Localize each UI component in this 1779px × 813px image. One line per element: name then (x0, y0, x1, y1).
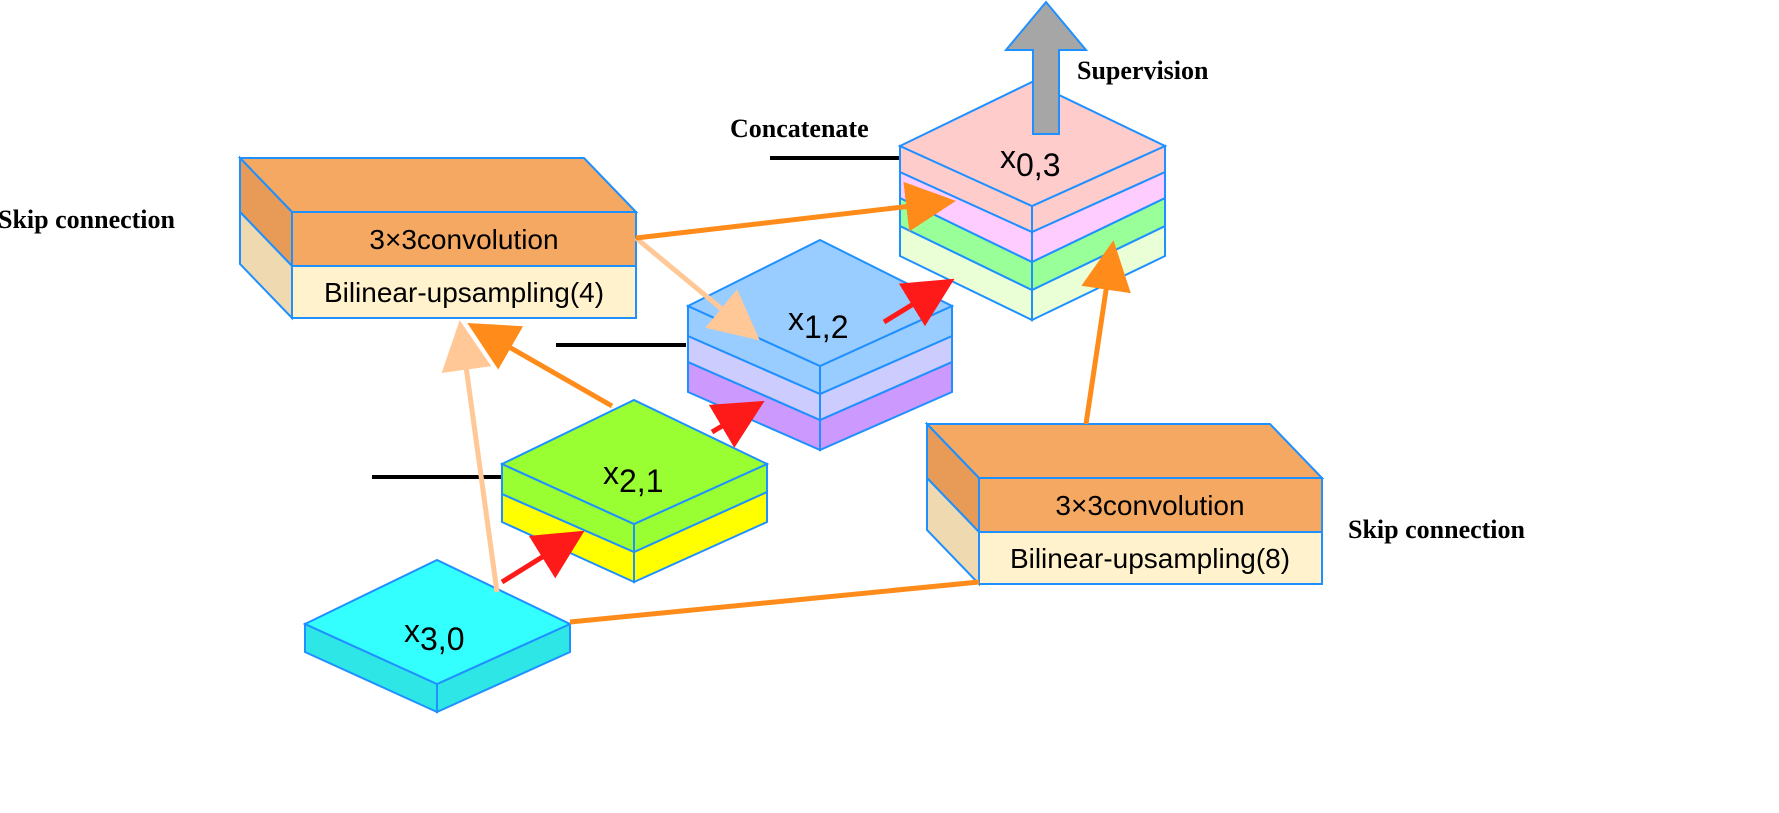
line-x30-to-right-block (569, 579, 980, 625)
x12-label: x1,2 (788, 301, 848, 345)
skip-block-right: 3×3convolution Bilinear-upsampling(8) (924, 421, 1325, 587)
x30-label: x3,0 (404, 613, 464, 657)
skip-connection-label-right: Skip connection (1348, 515, 1526, 544)
node-x30: x3,0 (302, 558, 573, 714)
skip-connection-label-left: Skip connection (0, 205, 176, 234)
arrow-right-block-to-x03 (1081, 240, 1131, 425)
arrow-x21-to-x12 (708, 400, 765, 448)
right-conv-label: 3×3convolution (1055, 490, 1244, 521)
arrow-x30-to-left-block (441, 320, 500, 593)
arrow-left-block-to-x12 (634, 236, 760, 341)
concatenate-label: Concatenate (730, 114, 869, 143)
node-x12: x1,2 (685, 238, 955, 452)
arrow-x21-to-left-block (467, 323, 614, 409)
arrow-left-block-to-x03 (635, 181, 956, 241)
supervision-arrow (1003, 0, 1089, 135)
left-upsample-label: Bilinear-upsampling(4) (324, 277, 604, 308)
supervision-label: Supervision (1077, 56, 1209, 85)
x03-label: x0,3 (1000, 139, 1060, 183)
right-upsample-label: Bilinear-upsampling(8) (1010, 543, 1290, 574)
x21-label: x2,1 (603, 455, 663, 499)
skip-block-left: 3×3convolution Bilinear-upsampling(4) (237, 155, 639, 321)
left-conv-label: 3×3convolution (369, 224, 558, 255)
node-x21: x2,1 (499, 398, 770, 584)
arrow-x12-to-x03 (882, 278, 955, 327)
arrow-x30-to-x21 (500, 530, 585, 585)
